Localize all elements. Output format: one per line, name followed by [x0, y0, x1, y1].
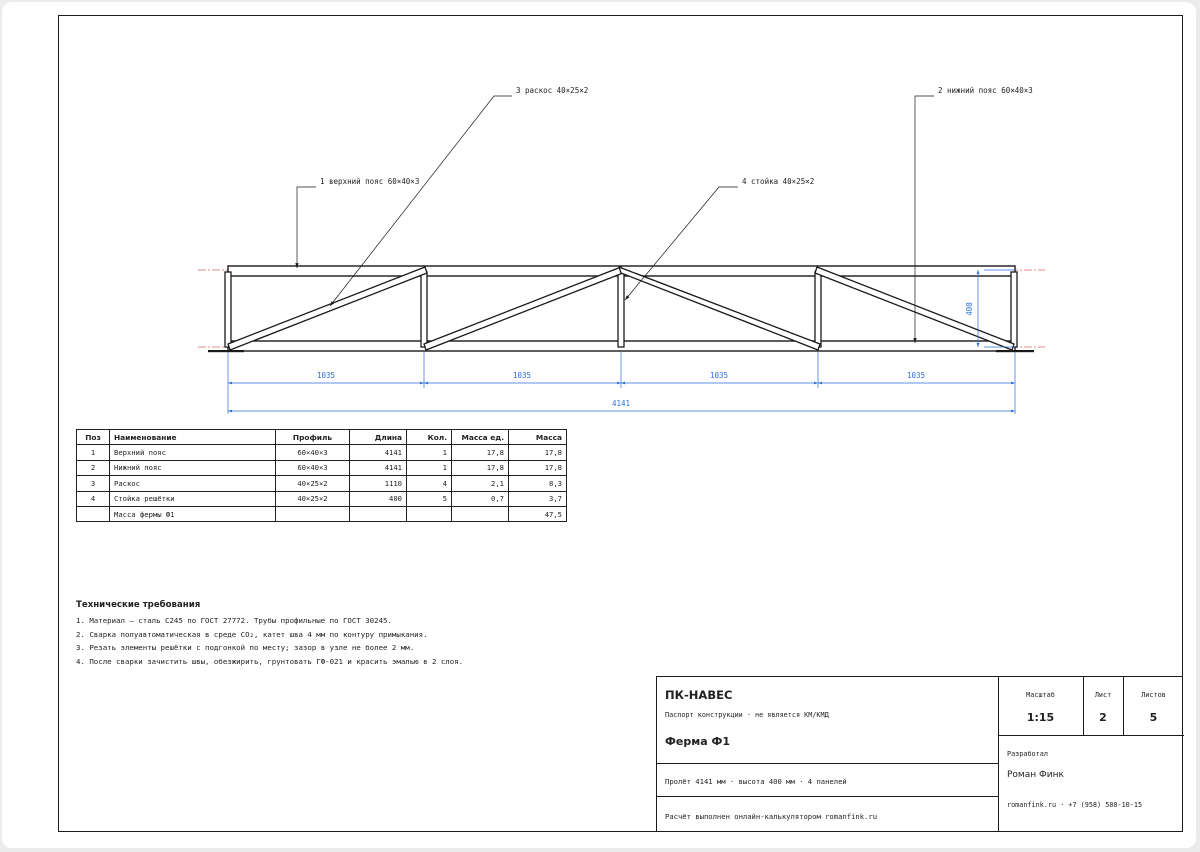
panel-dimension-4: 1035	[907, 371, 925, 380]
table-cell: 4	[406, 475, 452, 492]
table-cell: 60×40×3	[275, 444, 350, 461]
table-cell: 4141	[349, 444, 407, 461]
drawing-title: Ферма Ф1	[665, 735, 731, 748]
tech-requirement-item: 2. Сварка полуавтоматическая в среде CO₂…	[76, 629, 428, 639]
col-header-pos: Поз	[76, 428, 110, 446]
table-cell: 40×25×2	[275, 475, 350, 492]
table-total-row: Масса фермы Ф1 47,5	[76, 505, 567, 523]
title-block-divider	[998, 677, 1000, 831]
table-cell	[451, 505, 509, 523]
table-cell: 0,7	[451, 490, 509, 507]
table-cell: 3	[76, 475, 110, 492]
table-cell: 1	[76, 444, 110, 461]
table-cell: 47,5	[508, 505, 567, 523]
panel-dimension-1: 1035	[317, 371, 335, 380]
sheets-value: 5	[1149, 711, 1158, 724]
developer-name: Роман Финк	[1007, 770, 1064, 780]
support-plates	[208, 350, 1034, 353]
table-cell: 400	[349, 490, 407, 507]
callout-bottom-chord: 2 нижний пояс 60×40×3	[938, 86, 1033, 95]
table-cell: 17,8	[451, 459, 509, 477]
scale-value: 1:15	[1026, 711, 1055, 724]
company-name: ПК-НАВЕС	[665, 688, 733, 702]
table-cell: 17,8	[451, 444, 509, 461]
table-cell: Верхний пояс	[109, 444, 276, 461]
table-header-row: Поз Наименование Профиль Длина Кол. Масс…	[76, 428, 567, 446]
table-row: 3 Раскос 40×25×2 1110 4 2,1 8,3	[76, 475, 567, 492]
table-cell: 1	[406, 444, 452, 461]
calculation-note: Расчёт выполнен онлайн-калькулятором rom…	[665, 812, 878, 821]
table-cell: Масса фермы Ф1	[109, 505, 276, 523]
table-cell: 4	[76, 490, 110, 507]
col-header-length: Длина	[349, 428, 407, 446]
table-cell	[76, 505, 110, 523]
callout-diagonal: 3 раскос 40×25×2	[516, 86, 588, 95]
sheet-value: 2	[1099, 711, 1107, 724]
table-cell	[349, 505, 407, 523]
table-cell: 2,1	[451, 475, 509, 492]
tech-requirement-item: 3. Резать элементы решётки с подгонкой п…	[76, 643, 415, 652]
specification-table: Поз Наименование Профиль Длина Кол. Масс…	[76, 428, 567, 523]
title-block-line	[657, 763, 998, 765]
table-cell: 60×40×3	[275, 459, 350, 477]
table-row: 4 Стойка решётки 40×25×2 400 5 0,7 3,7	[76, 490, 567, 507]
col-header-qty: Кол.	[406, 428, 452, 446]
title-block: ПК-НАВЕС Паспорт конструкции · не являет…	[656, 676, 1184, 832]
diagonals	[227, 266, 1015, 351]
table-row: 2 Нижний пояс 60×40×3 4141 1 17,8 17,8	[76, 459, 567, 477]
callout-top-chord: 1 верхний пояс 60×40×3	[320, 177, 419, 186]
title-block-line	[1123, 677, 1125, 735]
scale-label: Масштаб	[1026, 691, 1055, 699]
leader-lines	[295, 95, 934, 343]
tech-requirement-item: 1. Материал — сталь С245 по ГОСТ 27772. …	[76, 616, 392, 625]
table-cell: 17,8	[508, 459, 567, 477]
table-cell: Стойка решётки	[109, 490, 276, 507]
table-cell: Раскос	[109, 475, 276, 492]
col-header-unit-mass: Масса ед.	[451, 428, 509, 446]
col-header-name: Наименование	[109, 428, 276, 446]
sheets-label: Листов	[1141, 691, 1166, 699]
table-cell: 1110	[349, 475, 407, 492]
title-block-line	[998, 735, 1184, 737]
title-block-line	[1083, 677, 1085, 735]
truss-parameters: Пролёт 4141 мм · высота 400 мм · 4 панел…	[665, 777, 847, 786]
table-cell: 8,3	[508, 475, 567, 492]
height-dimension: 400	[965, 302, 974, 316]
total-dimension: 4141	[612, 399, 630, 408]
col-header-profile: Профиль	[275, 428, 350, 446]
panel-dimension-3: 1035	[710, 371, 728, 380]
technical-requirements: Технические требования 1. Материал — ста…	[76, 600, 463, 670]
table-cell	[275, 505, 350, 523]
panel-dimension-2: 1035	[513, 371, 531, 380]
table-cell: 5	[406, 490, 452, 507]
developer-contacts: romanfink.ru · +7 (958) 580-10-15	[1007, 801, 1143, 809]
table-row: 1 Верхний пояс 60×40×3 4141 1 17,8 17,8	[76, 444, 567, 461]
tech-requirements-title: Технические требования	[76, 600, 201, 610]
table-cell: 2	[76, 459, 110, 477]
callout-post: 4 стойка 40×25×2	[742, 177, 814, 186]
table-cell: 17,8	[508, 444, 567, 461]
document-subtitle: Паспорт конструкции · не является КМ/КМД	[665, 711, 829, 719]
table-cell: 1	[406, 459, 452, 477]
table-cell: 4141	[349, 459, 407, 477]
title-block-line	[657, 796, 998, 798]
table-cell	[406, 505, 452, 523]
table-cell: Нижний пояс	[109, 459, 276, 477]
tech-requirement-item: 4. После сварки зачистить швы, обезжирит…	[76, 656, 464, 666]
col-header-mass: Масса	[508, 428, 567, 446]
table-cell: 3,7	[508, 490, 567, 507]
table-cell: 40×25×2	[275, 490, 350, 507]
dimension-lines	[227, 269, 1016, 414]
posts	[224, 269, 1018, 348]
drawing-frame	[58, 15, 1183, 832]
sheet-label: Лист	[1094, 691, 1112, 699]
developer-label: Разработал	[1007, 750, 1048, 758]
